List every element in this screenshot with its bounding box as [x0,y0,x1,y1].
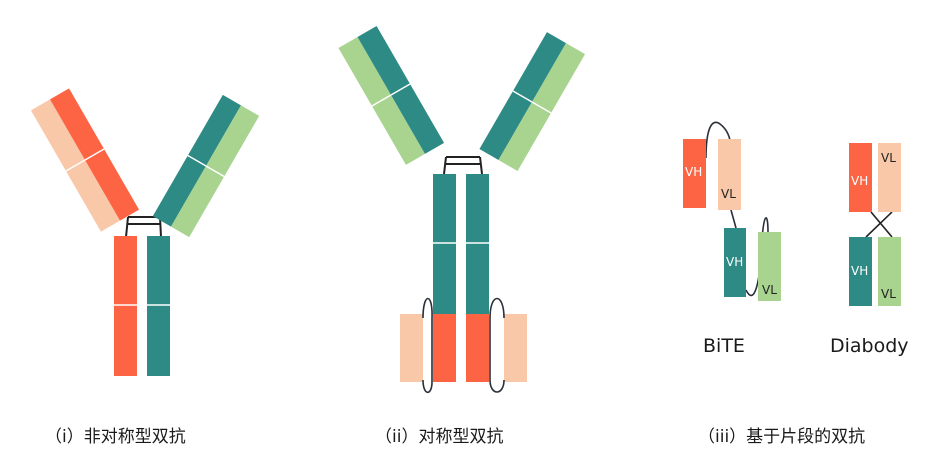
left-arm-sym [338,25,445,165]
linker-right [489,297,505,393]
bite-label-vl-1: VL [721,187,736,201]
bite-label-vh-2: VH [726,255,743,269]
right-arm-asym [152,94,260,238]
diabody-label-vl-1: VL [881,151,896,165]
caption-asymmetric: （i）非对称型双抗 [45,427,186,447]
panel-symmetric [338,25,586,394]
right-arm-sym [479,32,586,172]
linker-left [422,297,433,394]
diabody-vh-orange [849,143,872,212]
diabody-vl-peach [878,143,901,212]
scfv-peach-left [400,314,423,382]
diabody-label-vh-2: VH [851,264,868,278]
bite-vh-orange [683,139,706,208]
fc-teal-left [433,174,456,314]
scfv-orange-left [433,314,456,382]
panel-asymmetric [30,88,260,376]
diabody-vl-green [878,237,901,306]
diabody-label-vh-1: VH [851,174,868,188]
diabody-vh-teal [849,237,872,306]
scfv-peach-right [504,314,527,382]
bite-label-vl-2: VL [762,283,777,297]
caption-symmetric: （ii）对称型双抗 [375,427,503,447]
panel-diabody: VH VL VH VL [849,143,901,306]
scfv-orange-right [466,314,489,382]
bite-vl-peach [718,139,741,210]
bite-label-vh-1: VH [685,165,702,179]
fc-teal-right [466,174,489,314]
panel-bite: VH VL VH VL [683,121,781,301]
diabody-name: Diabody [830,335,909,357]
left-arm-asym [30,88,140,232]
bite-name: BiTE [703,335,745,357]
diabody-label-vl-2: VL [881,287,896,301]
fc-teal [147,236,170,376]
caption-fragment: （iii）基于片段的双抗 [698,427,865,447]
bite-linker-2 [730,209,737,229]
diabody-linker-b [865,211,893,238]
bite-vh-teal [724,228,746,297]
bite-vl-green [758,232,781,301]
fc-orange [114,236,137,376]
diabody-linker-a [870,211,893,238]
